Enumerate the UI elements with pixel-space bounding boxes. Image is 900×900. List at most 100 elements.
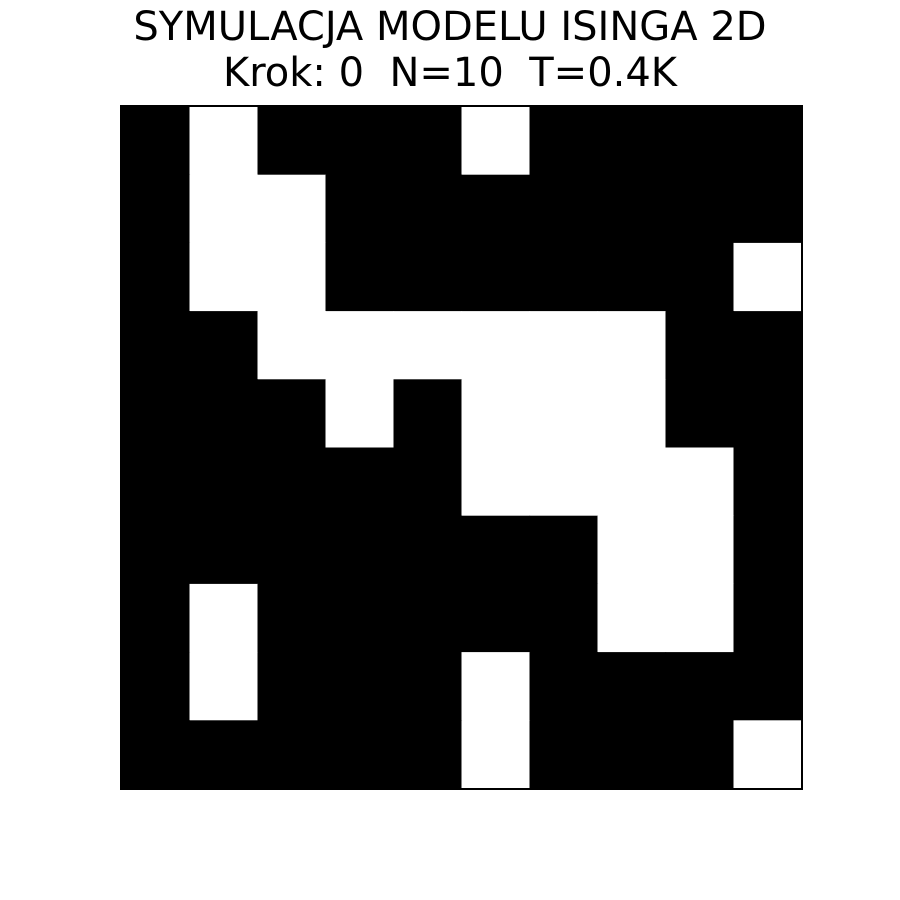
lattice-cell-r1-c1 [189,174,259,244]
lattice-cell-r7-c6 [529,583,599,653]
lattice-cell-r3-c3 [325,311,395,380]
lattice-cell-r6-c9 [733,515,803,585]
lattice-cell-r9-c4 [393,720,463,790]
lattice-cell-r2-c3 [325,242,395,312]
lattice-cell-r2-c5 [461,242,531,312]
lattice-cell-r0-c9 [733,106,803,176]
lattice-cell-r8-c1 [189,652,259,721]
lattice-cell-r7-c1 [189,583,259,653]
chart-title-block: SYMULACJA MODELU ISINGA 2D Krok: 0 N=10 … [0,5,900,95]
lattice-cell-r3-c9 [733,311,803,380]
lattice-cell-r2-c4 [393,242,463,312]
lattice-cell-r9-c2 [257,720,327,790]
lattice-cell-r1-c3 [325,174,395,244]
lattice-cell-r8-c2 [257,652,327,721]
lattice-cell-r3-c2 [257,311,327,380]
lattice-cell-r9-c7 [597,720,667,790]
lattice-cell-r6-c1 [189,515,259,585]
lattice-cell-r6-c8 [665,515,735,585]
lattice-cell-r4-c3 [325,379,395,449]
lattice-cell-r5-c2 [257,447,327,517]
lattice-cell-r7-c8 [665,583,735,653]
lattice-cell-r7-c7 [597,583,667,653]
lattice-cell-r3-c5 [461,311,531,380]
lattice-cell-r7-c3 [325,583,395,653]
lattice-cell-r5-c6 [529,447,599,517]
lattice-cell-r1-c2 [257,174,327,244]
lattice-cell-r1-c8 [665,174,735,244]
lattice-cell-r6-c7 [597,515,667,585]
lattice-cell-r2-c1 [189,242,259,312]
lattice-cell-r7-c0 [121,583,191,653]
lattice-cell-r7-c9 [733,583,803,653]
lattice-cell-r7-c4 [393,583,463,653]
lattice-cell-r5-c8 [665,447,735,517]
lattice-cell-r1-c4 [393,174,463,244]
chart-subtitle: Krok: 0 N=10 T=0.4K [222,50,678,96]
lattice-cell-r3-c6 [529,311,599,380]
lattice-cell-r5-c0 [121,447,191,517]
lattice-cell-r1-c5 [461,174,531,244]
lattice-cell-r8-c7 [597,652,667,721]
lattice-cell-r3-c1 [189,311,259,380]
lattice-cell-r6-c2 [257,515,327,585]
chart-title: SYMULACJA MODELU ISINGA 2D [133,4,767,50]
lattice-cell-r8-c4 [393,652,463,721]
lattice-cell-r9-c5 [461,720,531,790]
lattice-cell-r0-c8 [665,106,735,176]
lattice-cell-r9-c3 [325,720,395,790]
lattice-cell-r2-c7 [597,242,667,312]
lattice-cell-r8-c8 [665,652,735,721]
lattice-cell-r4-c2 [257,379,327,449]
lattice-cell-r1-c9 [733,174,803,244]
lattice-cell-r3-c7 [597,311,667,380]
lattice-cell-r4-c6 [529,379,599,449]
lattice-cell-r4-c5 [461,379,531,449]
lattice-cell-r4-c1 [189,379,259,449]
lattice-cell-r0-c1 [189,106,259,176]
lattice-cell-r0-c3 [325,106,395,176]
lattice-cell-r7-c5 [461,583,531,653]
lattice-cell-r6-c6 [529,515,599,585]
lattice-cell-r2-c0 [121,242,191,312]
lattice-cell-r2-c8 [665,242,735,312]
lattice-cell-r0-c2 [257,106,327,176]
lattice-cell-r0-c5 [461,106,531,176]
lattice-cell-r0-c7 [597,106,667,176]
lattice-cell-r9-c8 [665,720,735,790]
lattice-cell-r6-c4 [393,515,463,585]
lattice-cell-r5-c5 [461,447,531,517]
lattice-cell-r2-c9 [733,242,803,312]
lattice-cell-r9-c1 [189,720,259,790]
lattice-cell-r8-c5 [461,652,531,721]
lattice-cell-r3-c8 [665,311,735,380]
lattice-cell-r4-c0 [121,379,191,449]
lattice-cell-r8-c0 [121,652,191,721]
lattice-cell-r6-c5 [461,515,531,585]
lattice-cell-r6-c3 [325,515,395,585]
lattice-cell-r2-c2 [257,242,327,312]
lattice-cell-r5-c9 [733,447,803,517]
lattice-cell-r2-c6 [529,242,599,312]
lattice-cell-r5-c1 [189,447,259,517]
lattice-cell-r8-c6 [529,652,599,721]
lattice-cell-r0-c0 [121,106,191,176]
lattice-frame [120,105,803,790]
lattice-cell-r0-c4 [393,106,463,176]
lattice-cell-r5-c4 [393,447,463,517]
lattice-cell-r5-c7 [597,447,667,517]
lattice-cell-r4-c4 [393,379,463,449]
lattice-cell-r6-c0 [121,515,191,585]
lattice-cell-r9-c0 [121,720,191,790]
ising-lattice [120,105,803,790]
lattice-cell-r1-c7 [597,174,667,244]
lattice-cell-r5-c3 [325,447,395,517]
lattice-cell-r9-c9 [733,720,803,790]
lattice-cell-r4-c7 [597,379,667,449]
lattice-cell-r4-c9 [733,379,803,449]
lattice-cell-r1-c0 [121,174,191,244]
lattice-cell-r8-c3 [325,652,395,721]
lattice-cell-r9-c6 [529,720,599,790]
lattice-cell-r4-c8 [665,379,735,449]
lattice-cell-r1-c6 [529,174,599,244]
